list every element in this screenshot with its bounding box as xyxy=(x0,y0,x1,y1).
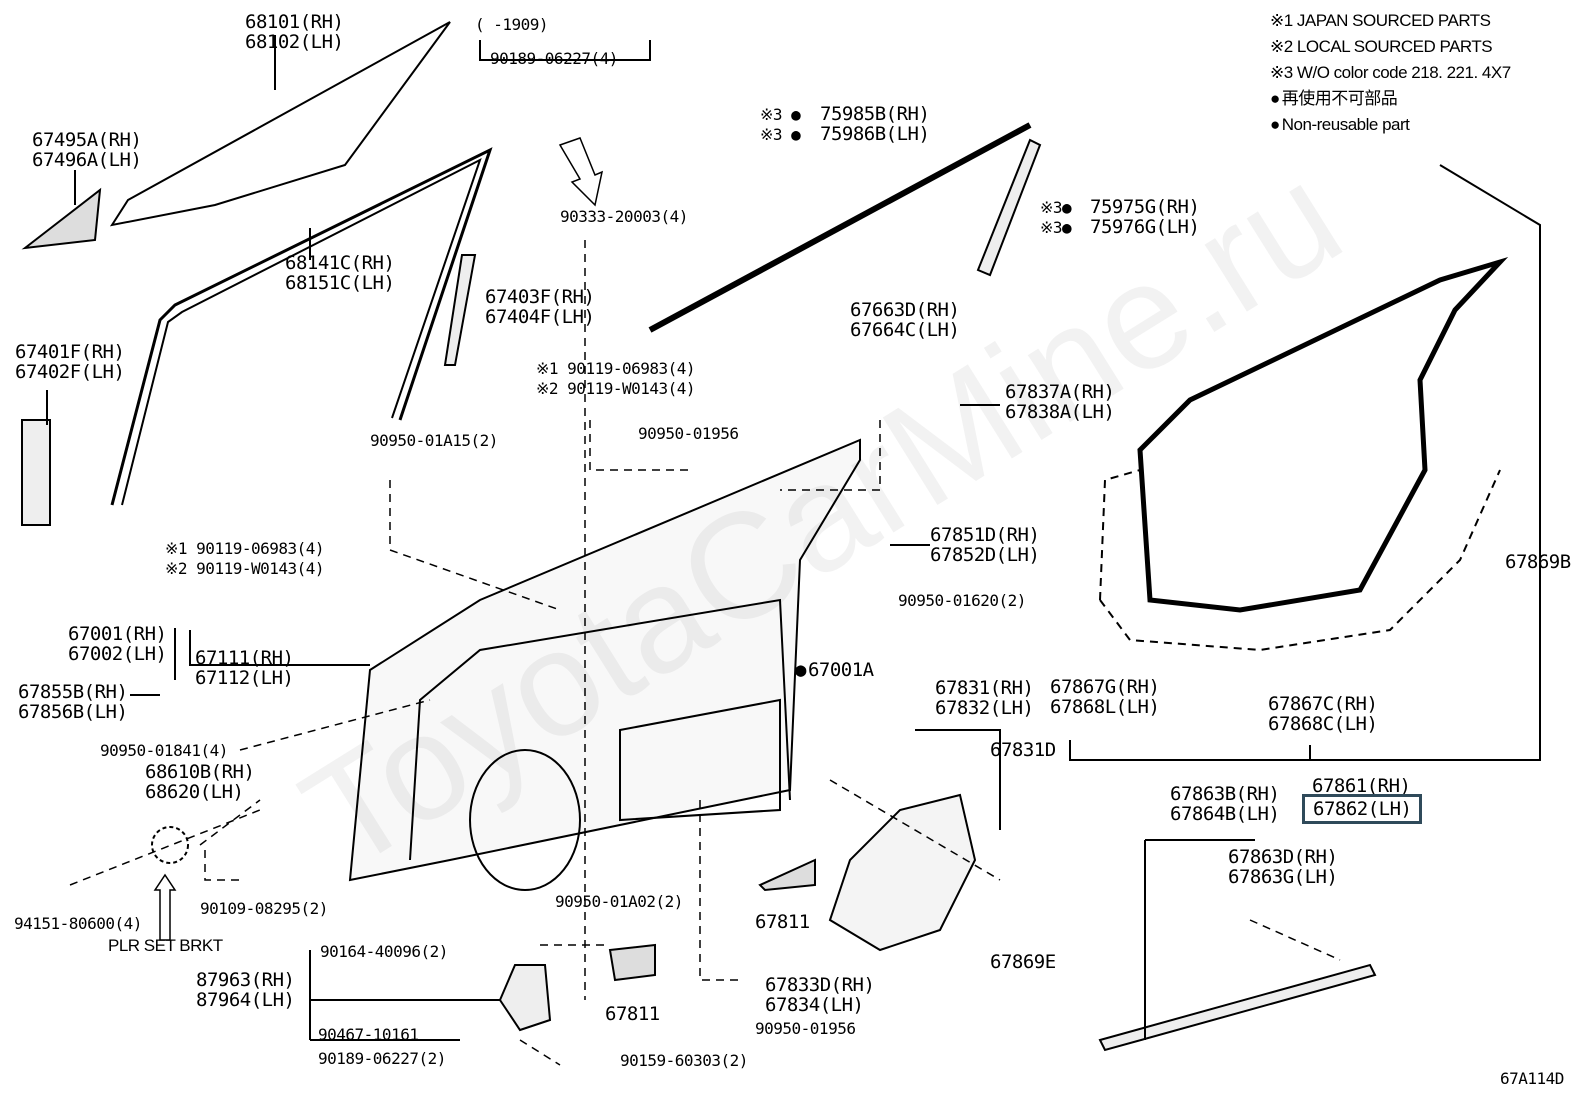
label-67837: 67837A(RH) xyxy=(1005,381,1115,403)
label-67869e: 67869E xyxy=(990,951,1056,973)
label-67001: 67001(RH) xyxy=(68,623,167,645)
label-67855: 67855B(RH) xyxy=(18,681,128,703)
label-90950-01a15: 90950-01A15(2) xyxy=(370,431,498,450)
lower-weatherstrip xyxy=(1098,963,1377,1052)
label-67831d: 67831D xyxy=(990,739,1056,761)
label-67664: 67664C(LH) xyxy=(850,319,960,341)
door-weatherstrip xyxy=(1137,256,1509,613)
label-67868c: 67868C(LH) xyxy=(1268,713,1378,735)
label-68610: 68610B(RH) xyxy=(145,761,255,783)
note-2: ※2 LOCAL SOURCED PARTS xyxy=(1270,37,1493,56)
label-67863d: 67863D(RH) xyxy=(1228,846,1338,868)
label-67002: 67002(LH) xyxy=(68,643,167,665)
label-94151: 94151-80600(4) xyxy=(14,914,142,933)
label-75976: 75976G(LH) xyxy=(1090,216,1200,238)
door-hinge xyxy=(151,826,189,864)
frame-moulding xyxy=(976,138,1042,277)
label-90189-b: 90189-06227(2) xyxy=(318,1049,446,1068)
label-87963: 87963(RH) xyxy=(196,969,295,991)
label-90159: 90159-60303(2) xyxy=(620,1051,748,1070)
label-67811-b: 67811 xyxy=(605,1003,660,1025)
label-67404: 67404F(LH) xyxy=(485,306,595,328)
label-67831: 67831(RH) xyxy=(935,677,1034,699)
arrow-plr xyxy=(153,873,177,941)
label-67868l: 67868L(LH) xyxy=(1050,696,1160,718)
label-67495: 67495A(RH) xyxy=(32,129,142,151)
label-67832: 67832(LH) xyxy=(935,697,1034,719)
label-67111: 67111(RH) xyxy=(195,647,294,669)
label-sheet-2 xyxy=(608,943,656,982)
label-90119-a2: ※2 90119-W0143(4) xyxy=(536,379,696,398)
note-4: 再使用不可部品 xyxy=(1270,86,1398,112)
door-glass xyxy=(109,21,451,227)
label-68151: 68151C(LH) xyxy=(285,272,395,294)
label-90164: 90164-40096(2) xyxy=(320,942,448,961)
window-regulator xyxy=(21,419,51,526)
note-1: ※1 JAPAN SOURCED PARTS xyxy=(1270,11,1491,30)
label-67496: 67496A(LH) xyxy=(32,149,142,171)
label-67401: 67401F(RH) xyxy=(15,341,125,363)
label-67402: 67402F(LH) xyxy=(15,361,125,383)
label-90950-01956-a: 90950-01956 xyxy=(638,424,739,443)
note3-mark-d: ※3● xyxy=(1040,218,1072,237)
label-68101: 68101(RH) xyxy=(245,11,344,33)
label-67867g: 67867G(RH) xyxy=(1050,676,1160,698)
label-67864b: 67864B(LH) xyxy=(1170,803,1280,825)
label-68620: 68620(LH) xyxy=(145,781,244,803)
label-75975: 75975G(RH) xyxy=(1090,196,1200,218)
label-68141: 68141C(RH) xyxy=(285,252,395,274)
label-90950-01956-b: 90950-01956 xyxy=(755,1019,856,1038)
label-67851: 67851D(RH) xyxy=(930,524,1040,546)
label-75986: 75986B(LH) xyxy=(820,123,930,145)
label-90467: 90467-10161 xyxy=(318,1025,419,1044)
label-67112: 67112(LH) xyxy=(195,667,294,689)
label-plr-set-brkt: PLR SET BRKT xyxy=(108,936,223,955)
note-5: Non-reusable part xyxy=(1270,112,1410,138)
note3-mark-b: ※3 ● xyxy=(760,125,801,144)
label-67838: 67838A(LH) xyxy=(1005,401,1115,423)
door-lock-assy xyxy=(498,964,552,1032)
door-sash-piece xyxy=(443,254,477,366)
note3-mark-c: ※3● xyxy=(1040,198,1072,217)
corner-cover-piece xyxy=(21,187,102,250)
label-date-note: ( -1909) xyxy=(475,15,549,34)
diagram-code: 67A114D xyxy=(1500,1069,1564,1088)
label-87964: 87964(LH) xyxy=(196,989,295,1011)
label-67863g: 67863G(LH) xyxy=(1228,866,1338,888)
glass-run-channel xyxy=(110,147,493,506)
label-90119-a1: ※1 90119-06983(4) xyxy=(536,359,696,378)
label-67001a: 67001A xyxy=(795,660,874,680)
label-67856: 67856B(LH) xyxy=(18,701,128,723)
service-hole-cover xyxy=(828,793,977,952)
door-panel xyxy=(348,438,861,882)
label-67811-a: 67811 xyxy=(755,911,810,933)
label-sheet-1 xyxy=(758,858,816,892)
label-90119-b1: ※1 90119-06983(4) xyxy=(165,539,325,558)
label-67863b: 67863B(RH) xyxy=(1170,783,1280,805)
label-90189-a: 90189-06227(4) xyxy=(490,49,618,68)
label-67852: 67852D(LH) xyxy=(930,544,1040,566)
belt-moulding xyxy=(648,122,1032,333)
note3-mark-a: ※3 ● xyxy=(760,105,801,124)
label-90950-01a02: 90950-01A02(2) xyxy=(555,892,683,911)
label-67834: 67834(LH) xyxy=(765,994,864,1016)
label-75985: 75985B(RH) xyxy=(820,103,930,125)
arrow-graphic xyxy=(558,137,604,207)
note-3: ※3 W/O color code 218. 221. 4X7 xyxy=(1270,63,1511,82)
label-67869b: 67869B xyxy=(1505,551,1571,573)
label-67403: 67403F(RH) xyxy=(485,286,595,308)
label-67833: 67833D(RH) xyxy=(765,974,875,996)
label-90333: 90333-20003(4) xyxy=(560,207,688,226)
label-90950-01841: 90950-01841(4) xyxy=(100,741,228,760)
label-67867c: 67867C(RH) xyxy=(1268,693,1378,715)
label-90119-b2: ※2 90119-W0143(4) xyxy=(165,559,325,578)
label-67862: 67862(LH) xyxy=(1302,794,1423,824)
label-68102: 68102(LH) xyxy=(245,31,344,53)
label-90109: 90109-08295(2) xyxy=(200,899,328,918)
label-67663: 67663D(RH) xyxy=(850,299,960,321)
label-90950-01620: 90950-01620(2) xyxy=(898,591,1026,610)
label-67861: 67861(RH) xyxy=(1312,775,1411,797)
